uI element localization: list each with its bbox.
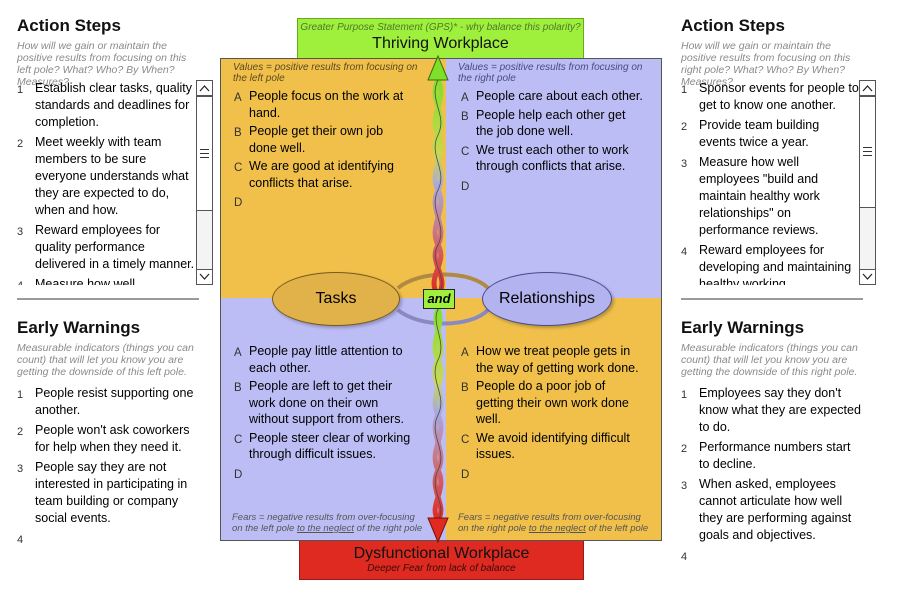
left-early-warnings-heading: Early Warnings (17, 318, 141, 337)
left-early-warnings-subtitle: Measurable indicators (things you can co… (17, 342, 194, 378)
quadrant-left-downside (220, 298, 446, 541)
quadrant-right-downside (446, 298, 662, 541)
right-divider (681, 298, 863, 300)
tl-values-label: Values = positive results from focusing … (233, 62, 418, 84)
quadrant-left-upside (220, 58, 446, 298)
relationships-pole-oval[interactable]: Relationships (482, 272, 612, 326)
dysfunctional-workplace-bar: Dysfunctional Workplace Deeper Fear from… (299, 535, 584, 580)
scroll-up-arrow-icon[interactable] (859, 80, 876, 96)
right-action-steps-subtitle: How will we gain or maintain the positiv… (681, 40, 851, 88)
scroll-thumb[interactable] (196, 96, 213, 211)
dysfunctional-workplace-title: Dysfunctional Workplace (353, 545, 530, 562)
right-action-steps-heading: Action Steps (681, 16, 785, 35)
gps-label: Greater Purpose Statement (GPS)* - why b… (300, 22, 581, 33)
list-item: 4Measure how well employees (17, 277, 136, 285)
right-early-warnings-subtitle: Measurable indicators (things you can co… (681, 342, 858, 378)
tasks-pole-oval[interactable]: Tasks (272, 272, 400, 326)
relationships-pole-label: Relationships (498, 290, 596, 307)
scroll-thumb[interactable] (859, 96, 876, 208)
and-label-box: and (423, 289, 455, 309)
tr-values-label: Values = positive results from focusing … (458, 62, 643, 84)
thriving-workplace-bar: Greater Purpose Statement (GPS)* - why b… (297, 18, 584, 62)
scroll-down-arrow-icon[interactable] (196, 269, 213, 285)
left-action-steps-heading: Action Steps (17, 16, 121, 35)
scroll-up-arrow-icon[interactable] (196, 80, 213, 96)
scroll-down-arrow-icon[interactable] (859, 269, 876, 285)
left-action-scrollbar[interactable] (196, 80, 213, 285)
bl-fears-label: Fears = negative results from over-focus… (232, 512, 423, 534)
thriving-workplace-title: Thriving Workplace (372, 35, 509, 52)
right-action-scrollbar[interactable] (859, 80, 876, 285)
left-divider (17, 298, 199, 300)
br-fears-label: Fears = negative results from over-focus… (458, 512, 649, 534)
deeper-fear-label: Deeper Fear from lack of balance (367, 563, 516, 574)
tasks-pole-label: Tasks (315, 290, 357, 307)
right-early-warnings-heading: Early Warnings (681, 318, 805, 337)
left-action-steps-subtitle: How will we gain or maintain the positiv… (17, 40, 187, 88)
quadrant-right-upside (446, 58, 662, 298)
